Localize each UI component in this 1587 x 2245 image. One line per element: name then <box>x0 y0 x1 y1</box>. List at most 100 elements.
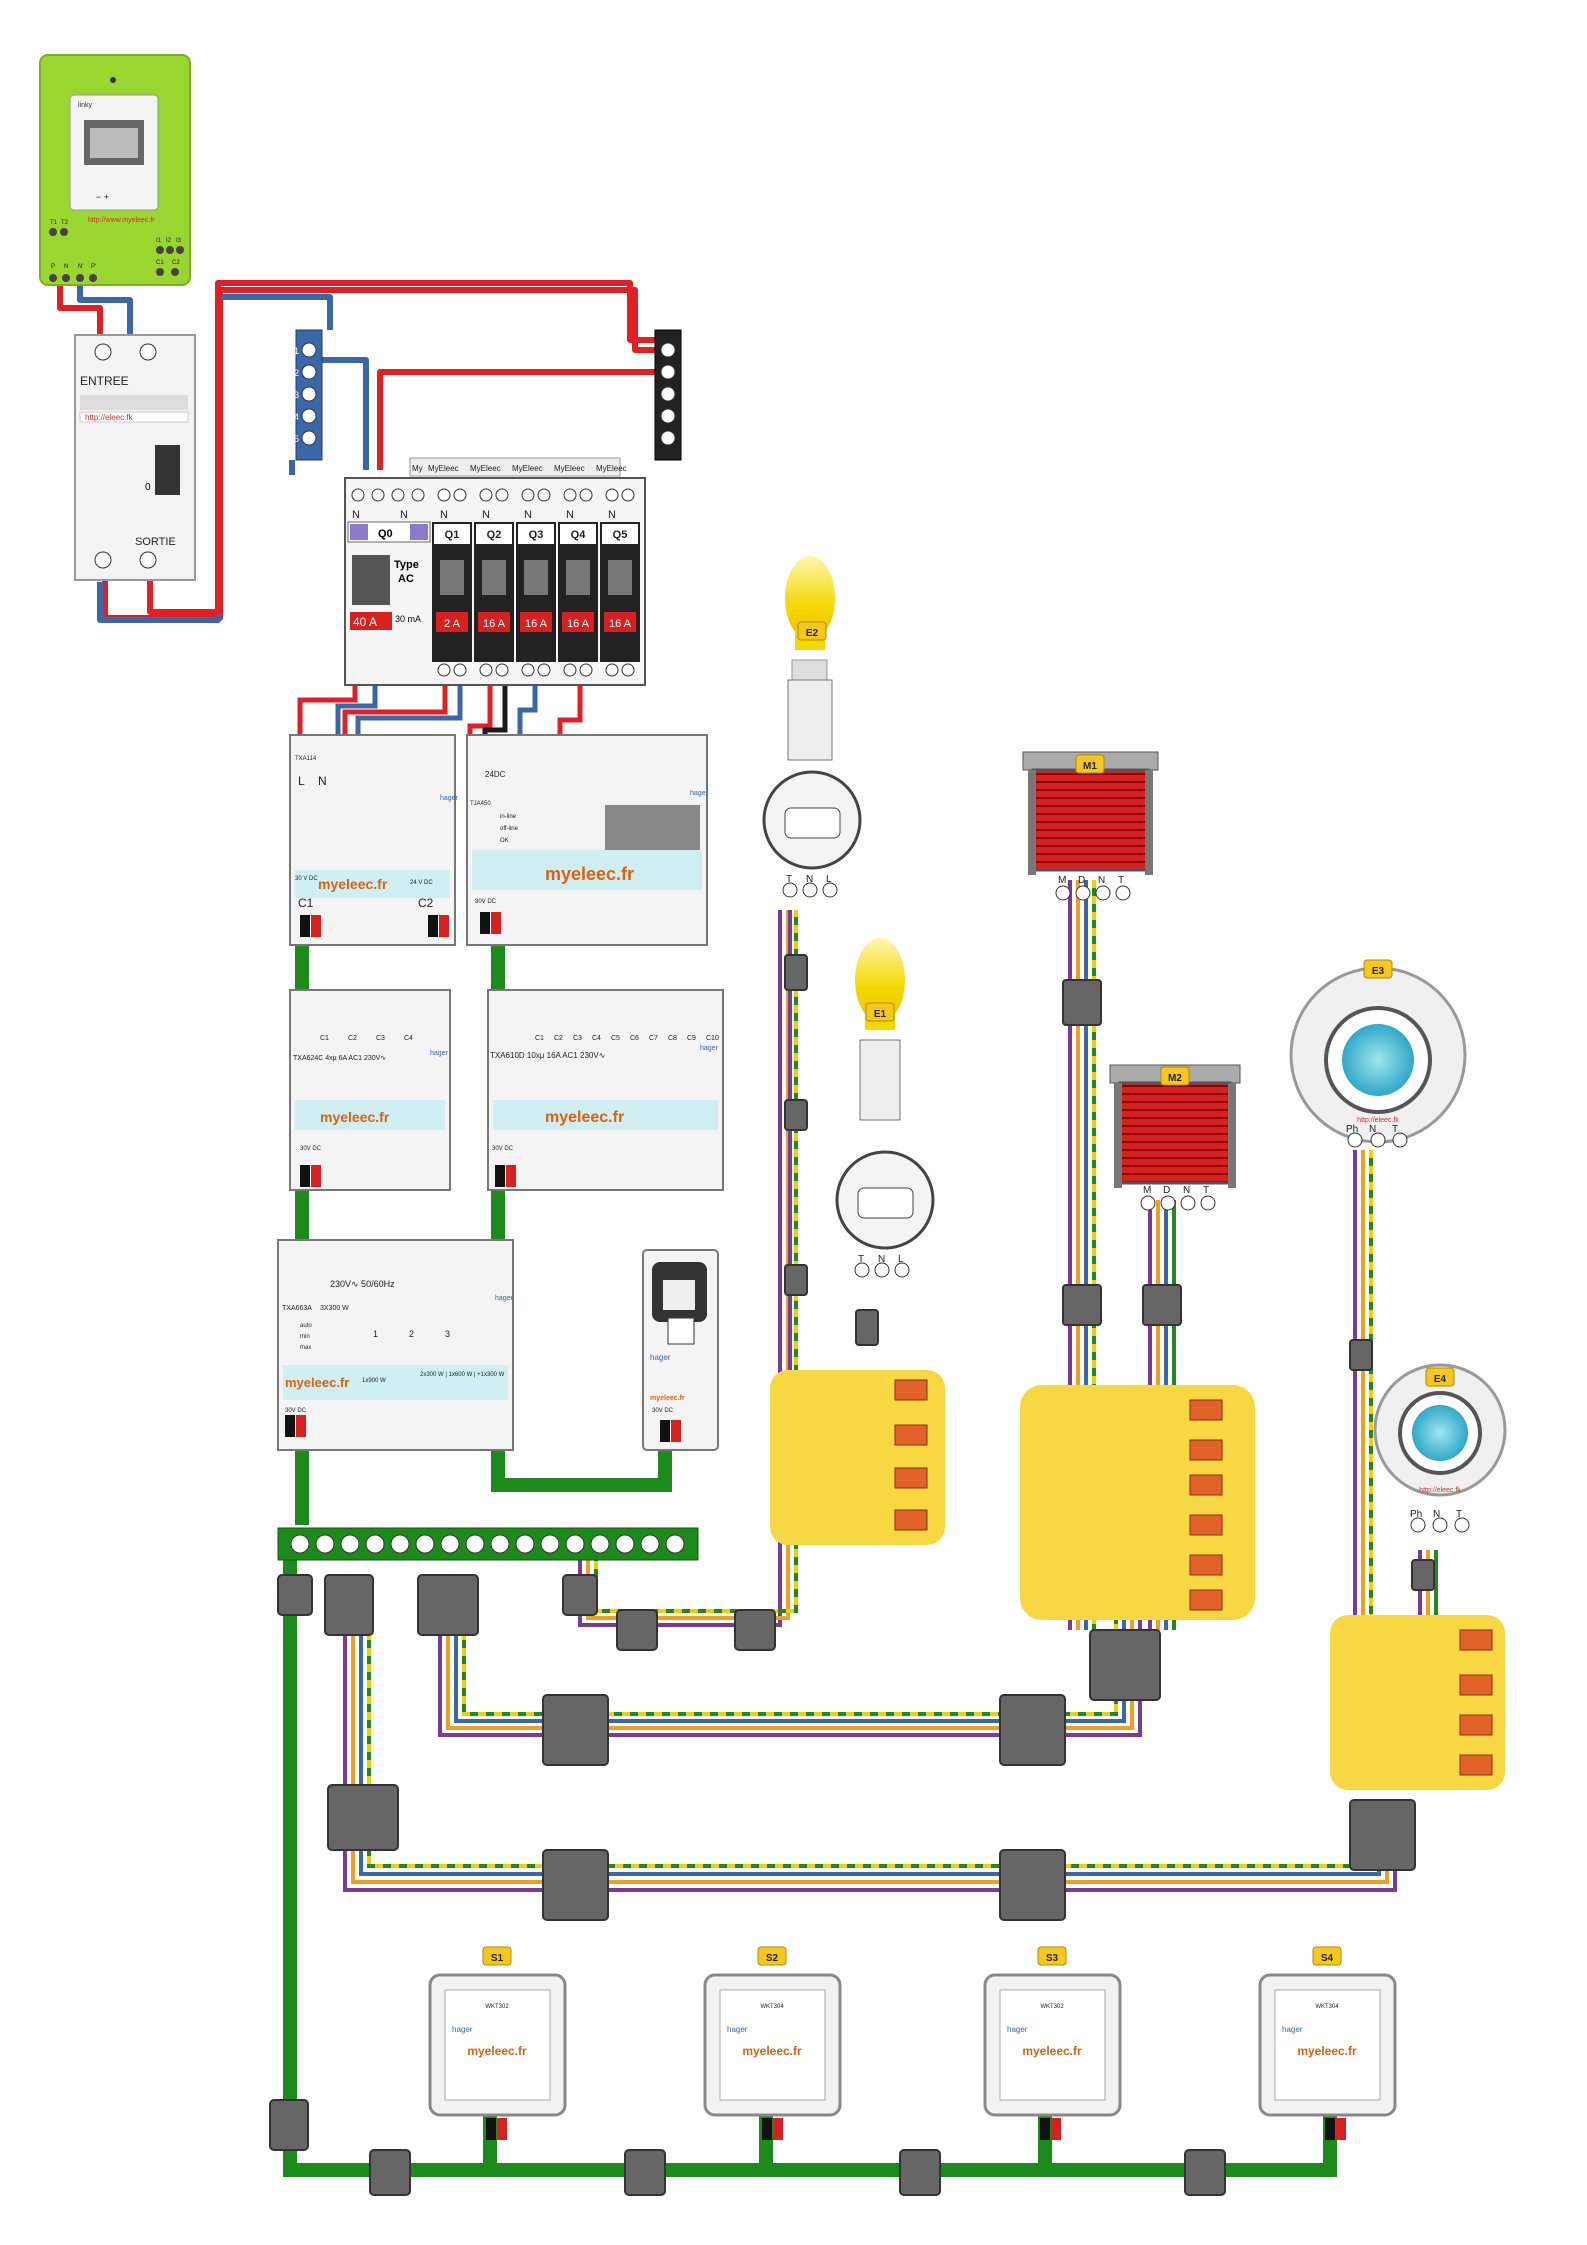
ps-v2: 24 V DC <box>410 880 433 886</box>
lamp-e4-terminal: Ph <box>1410 1509 1422 1520</box>
dimmer-channel: 2 <box>409 1329 414 1339</box>
breaker-q3-toggle[interactable] <box>524 560 548 595</box>
wall-switch-brand: myeleec.fr <box>1022 2044 1082 2058</box>
meter-terminal-bottom: C2 <box>172 260 180 266</box>
meter-terminal-top: T1 <box>50 220 58 226</box>
motor-m1-badge <box>1075 754 1105 774</box>
dimmer-mode: min <box>300 1334 310 1340</box>
rcd-rating: 40 A <box>353 615 377 629</box>
knx-modules <box>277 734 724 1451</box>
motor-m1-terminal: N <box>1098 875 1105 886</box>
panel-n-label: N <box>440 649 448 661</box>
wall-switch-ref: WKT304 <box>1315 2004 1339 2010</box>
distribution-panel: Q0 Type AC 40 A 30 mA <box>344 457 646 686</box>
meter-terminal-bottom: P' <box>91 264 96 270</box>
busbar-terminal-number: 2 <box>294 368 299 378</box>
sw10-hager: hager <box>700 1045 719 1052</box>
wall-switch-brand: myeleec.fr <box>742 2044 802 2058</box>
ps-hager: hager <box>440 795 459 802</box>
breaker-rating: 16 A <box>609 618 632 630</box>
breaker-name: Q4 <box>571 529 587 541</box>
lamp-e2-terminal: L <box>826 874 832 885</box>
motor-m1-terminal: M <box>1058 875 1066 886</box>
motor-m2-terminal: D <box>1163 1185 1170 1196</box>
lamp-e4-badge <box>1425 1367 1455 1387</box>
dimmer-mode: auto <box>300 1323 312 1329</box>
wall-switch-hager: hager <box>727 2025 748 2034</box>
motor-m2-badge <box>1160 1066 1190 1086</box>
breaker-rating: 2 A <box>444 618 461 630</box>
sw10-channel: C6 <box>630 1035 639 1042</box>
dimmer-brand: myeleec.fr <box>285 1375 349 1390</box>
wall-switch-ref: WKT302 <box>1040 2004 1064 2010</box>
wall-switch-s2-badge <box>757 1946 787 1966</box>
ps-terminal-n: N <box>318 774 327 788</box>
meter-brand: linky <box>78 102 93 109</box>
motor-m2 <box>1109 1064 1241 1211</box>
lamp-e3-terminal: Ph <box>1346 1124 1358 1135</box>
phase-busbar <box>654 329 682 461</box>
sw10-channel: C8 <box>668 1035 677 1042</box>
motor-m1-label: M1 <box>1083 761 1097 772</box>
motor-m2-terminal: M <box>1143 1185 1151 1196</box>
sw10-ref: TXA610D 10xμ 16A AC1 230V∿ <box>490 1051 605 1060</box>
breaker-lever[interactable] <box>155 445 180 495</box>
panel-brand-tab: MyEleec <box>470 464 501 473</box>
motor-m2-terminal: T <box>1203 1185 1209 1196</box>
sw10-channel: C9 <box>687 1035 696 1042</box>
breaker-q4-toggle[interactable] <box>566 560 590 595</box>
gw-ref: TJA450 <box>470 801 491 807</box>
wall-switch-s3-badge <box>1037 1946 1067 1966</box>
wall-switch-s4-label: S4 <box>1321 1953 1334 1964</box>
breaker-q5-toggle[interactable] <box>608 560 632 595</box>
lamp-e3 <box>1289 966 1467 1148</box>
panel-brand-tab: MyEleec <box>554 464 585 473</box>
breaker-q2-toggle[interactable] <box>482 560 506 595</box>
main-breaker: ENTREE http://eleec.fk 0 SORTIE <box>74 334 196 581</box>
motor-m1-terminal: D <box>1078 875 1085 886</box>
panel-brand-tab: My <box>412 464 423 473</box>
breaker-out-label: SORTIE <box>135 536 176 548</box>
meter-terminal-bottom: N' <box>78 264 83 270</box>
lamp-e1-badge <box>865 1002 895 1022</box>
rcd-type: Type <box>394 559 419 571</box>
panel-output-wires <box>297 685 583 735</box>
sw10-channel: C1 <box>535 1035 544 1042</box>
wall-switch-hager: hager <box>452 2025 473 2034</box>
busbar-terminal-number: 1 <box>294 346 299 356</box>
lamp-e2-terminal: T <box>786 874 792 885</box>
dimmer-channel: 3 <box>445 1329 450 1339</box>
wall-switch-s4-badge <box>1312 1946 1342 1966</box>
breaker-q1-toggle[interactable] <box>440 560 464 595</box>
dimmer-power: 3X300 W <box>320 1305 349 1312</box>
meter-terminal-bottom: C1 <box>156 260 164 266</box>
ps-v1: 30 V DC <box>295 876 318 882</box>
panel-n-label: N <box>608 649 616 661</box>
meter-terminal-top: I3 <box>176 238 182 244</box>
dimmer-power-note: 1x900 W <box>362 1378 386 1384</box>
meter-terminal-top: T2 <box>61 220 69 226</box>
motor-m2-terminal: N <box>1183 1185 1190 1196</box>
dimmer-hager: hager <box>495 1295 514 1302</box>
panel-n-label: N <box>482 509 490 521</box>
gw-led-label: OK <box>500 838 509 844</box>
ps-ref: TXA114 <box>295 756 317 762</box>
dimmer-mode: max <box>300 1345 311 1351</box>
wall-switch-s3-label: S3 <box>1046 1953 1059 1964</box>
lamp-e4 <box>1373 1363 1507 1533</box>
busbar-terminal-number: 4 <box>294 412 299 422</box>
panel-n-label: N <box>400 509 408 521</box>
lamp-e3-badge <box>1363 959 1393 979</box>
lamp-e4-url: http://eleec.fk <box>1419 1487 1461 1494</box>
sw10-channel: C10 <box>706 1035 719 1042</box>
wall-switch-ref: WKT302 <box>485 2004 509 2010</box>
rcd-toggle[interactable] <box>352 555 390 605</box>
lamp-e2-badge <box>797 621 827 641</box>
lamp-e2 <box>762 556 862 898</box>
lamp-e3-terminal: N <box>1369 1124 1376 1135</box>
wall-switch-brand: myeleec.fr <box>467 2044 527 2058</box>
lamp-e3-label: E3 <box>1372 966 1385 977</box>
rcd-name: Q0 <box>378 528 393 540</box>
wall-switch-s1-label: S1 <box>491 1953 504 1964</box>
